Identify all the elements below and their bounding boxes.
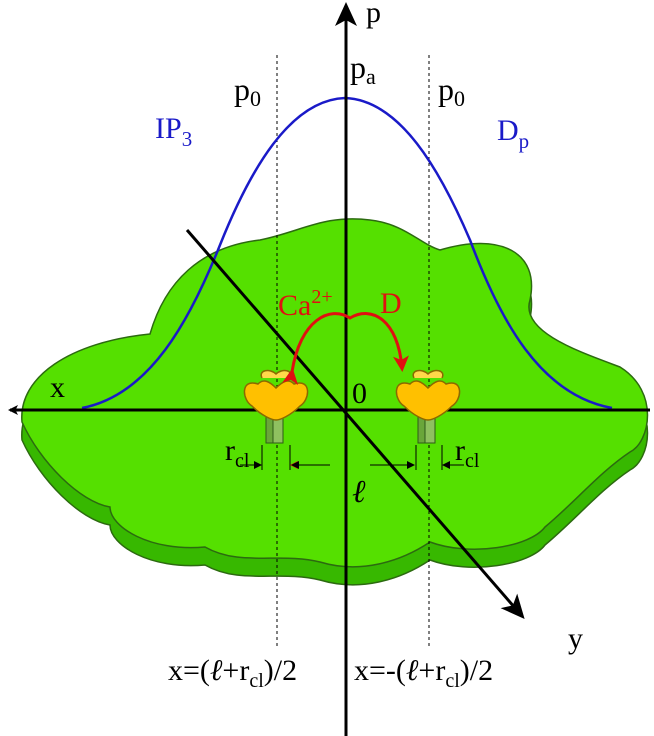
- y-axis-label: y: [568, 622, 583, 655]
- diffusion-label: D: [380, 287, 402, 320]
- calcium-ion-label: Ca2+: [278, 286, 333, 322]
- p0-right-label: p0: [438, 71, 465, 111]
- pa-label: pa: [350, 49, 376, 89]
- ip3-receptor-channel-right: [395, 369, 461, 444]
- right-position-formula: x=-(ℓ+rcl)/2: [354, 654, 493, 692]
- calcium-diffusion-arrow: [282, 312, 409, 386]
- membrane-surface: [21, 218, 649, 568]
- left-position-formula: x=(ℓ+rcl)/2: [168, 654, 297, 692]
- rcl-marker-right: [415, 445, 464, 470]
- origin-label: 0: [352, 377, 367, 410]
- rcl-right-label: rcl: [455, 434, 480, 472]
- x-axis-label: x: [50, 371, 65, 404]
- dp-label: Dp: [497, 114, 529, 153]
- p0-left-label: p0: [234, 71, 261, 111]
- ip3-label: IP3: [155, 112, 192, 151]
- p-axis-label: p: [366, 0, 381, 29]
- channel-distance-label: ℓ: [352, 473, 366, 509]
- rcl-left-label: rcl: [225, 434, 250, 472]
- y-axis: [185, 229, 525, 620]
